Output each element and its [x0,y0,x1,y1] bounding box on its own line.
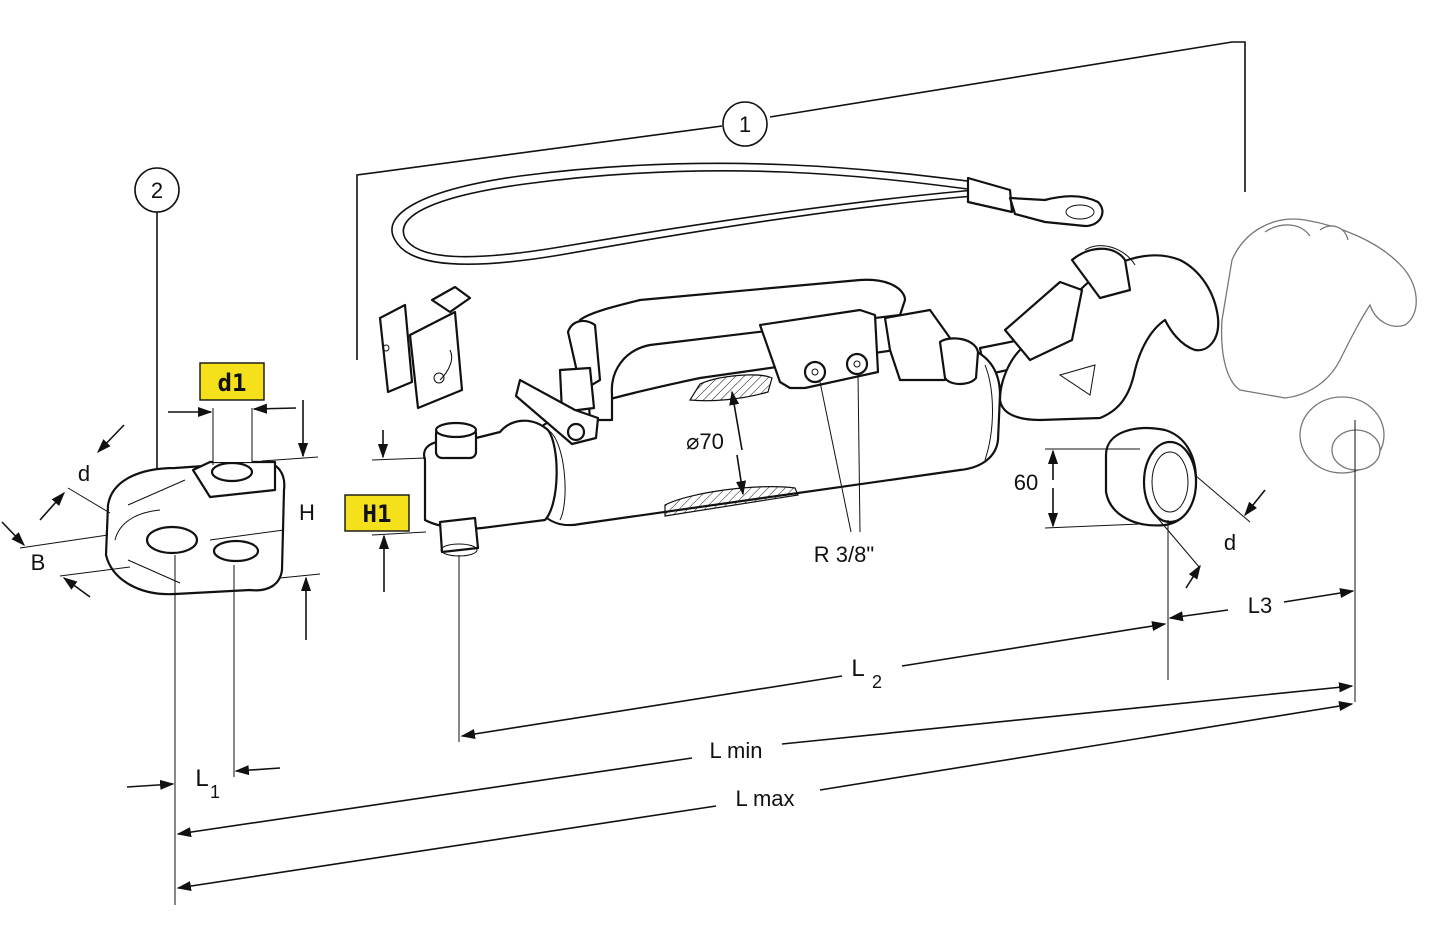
dim-d-clevis: d [39,424,125,521]
d1-label: d1 [218,369,247,397]
top-link-hook [998,245,1220,422]
callout-1-frame [356,41,1246,360]
B-label: B [31,550,46,575]
dim-d1 [168,403,297,418]
callout-2-label: 2 [151,178,163,203]
dim-d-ball: d [1154,475,1266,589]
ball-joint [1104,426,1198,527]
dim-L2: L 2 [460,621,1167,739]
callout-1: 1 [722,101,768,147]
clevis-pin [212,408,253,465]
dim-60: 60 [1014,448,1141,529]
extension-lines [174,480,1356,905]
d-ball-label: d [1224,530,1236,555]
r38-label: R 3/8" [814,542,874,567]
dim-Lmin: L min [176,682,1354,838]
hydraulic-cylinder [423,278,1032,557]
clevis-part [104,460,286,596]
sixty-label: 60 [1014,470,1038,495]
dim-Lmax: L max [176,701,1354,892]
d-clevis-label: d [78,461,90,486]
dim-dia70: ⌀70 [686,390,747,496]
dim-H: H [261,400,321,640]
dim-L3: L3 [1168,588,1355,622]
Lmax-label: L max [735,786,794,811]
callout-1-label: 1 [739,112,751,137]
tractor-mount-outline [1220,218,1417,480]
d1-badge: d1 [199,362,265,401]
Lmin-label: L min [710,738,763,763]
lanyard-cable [391,162,1104,266]
dia70-label: ⌀70 [686,429,724,454]
safety-clip [378,285,472,410]
H-label: H [299,500,315,525]
dim-L1: L 1 [126,765,281,802]
H1-badge: H1 [344,494,410,532]
callout-2: 2 [134,167,180,213]
L2-subscript: 2 [872,672,882,692]
L1-subscript: 1 [210,782,220,802]
H1-label: H1 [363,500,392,528]
dim-H1 [371,430,427,592]
L2-label: L [851,655,864,682]
dim-r38: R 3/8" [814,373,874,567]
L1-label: L [195,765,208,792]
L3-label: L3 [1248,593,1272,618]
dim-B: B [1,521,131,598]
